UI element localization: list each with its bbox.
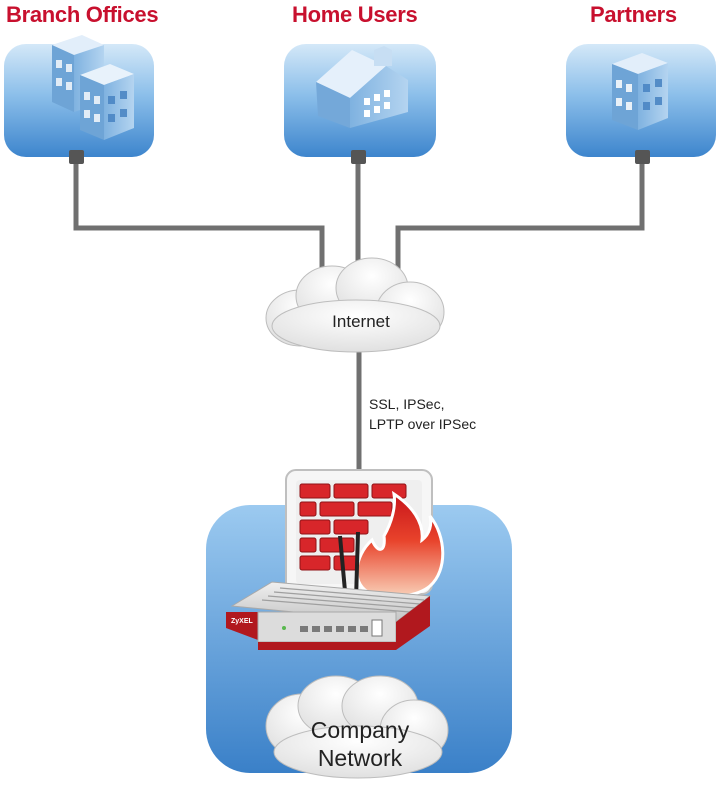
house-icon xyxy=(316,46,408,128)
flame-icon xyxy=(355,490,445,599)
company-network-line-1: Company xyxy=(310,717,410,743)
partners-title: Partners xyxy=(590,2,677,27)
company-network-label: Company Network xyxy=(290,716,430,772)
internet-label: Internet xyxy=(332,312,390,331)
company-network-cloud xyxy=(265,675,449,779)
vpn-protocols-line-1: SSL, IPSec, xyxy=(369,396,445,412)
branch-offices-title: Branch Offices xyxy=(6,2,159,27)
internet-cloud xyxy=(265,257,445,353)
gateway-brand: ZyXEL xyxy=(231,618,254,625)
vpn-protocols-line-2: LPTP over IPSec xyxy=(369,416,477,432)
branch-connector xyxy=(73,162,325,282)
home-users-title: Home Users xyxy=(292,2,418,27)
vpn-protocols-label: SSL, IPSec, LPTP over IPSec xyxy=(369,394,476,434)
connector-lines xyxy=(73,162,645,700)
office-buildings-icon xyxy=(52,35,134,140)
router-icon: ZyXEL xyxy=(226,531,432,650)
office-building-icon xyxy=(612,53,668,130)
partners-connector xyxy=(395,162,645,282)
company-network-line-2: Network xyxy=(317,745,403,771)
